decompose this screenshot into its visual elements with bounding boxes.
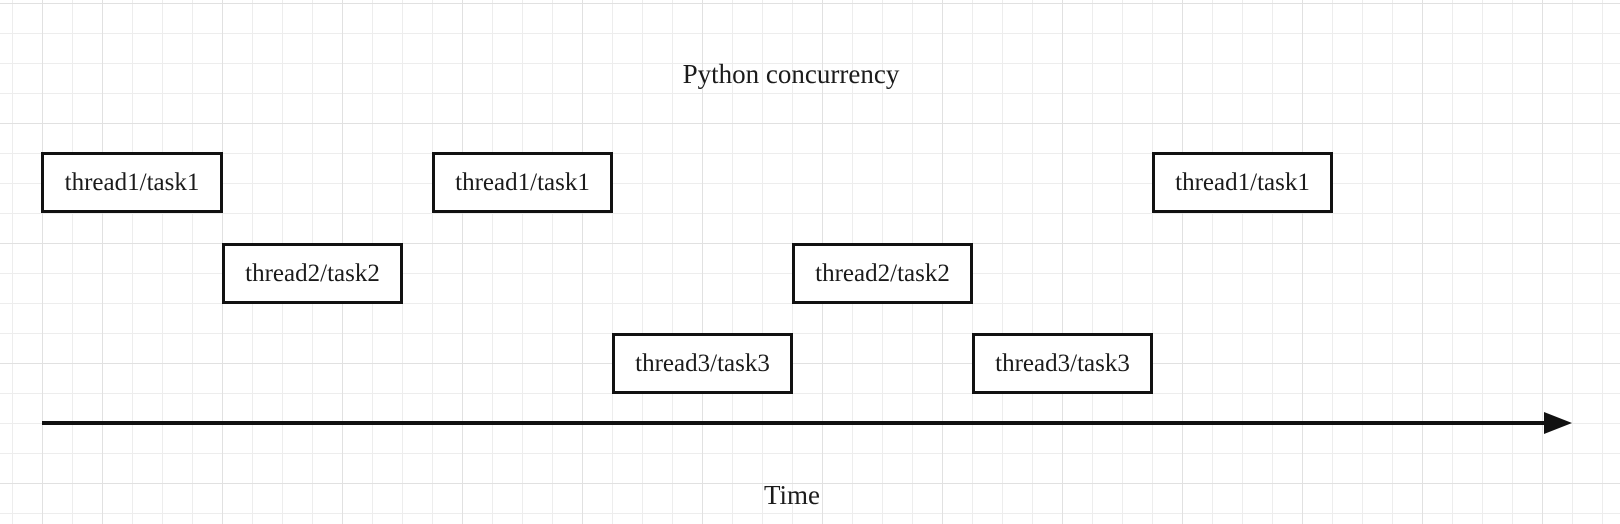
task-box-thread3[interactable]: thread3/task3: [612, 333, 793, 394]
time-axis-arrow-head-icon: [1544, 412, 1572, 434]
task-box-thread1[interactable]: thread1/task1: [41, 152, 223, 213]
task-box-label: thread3/task3: [995, 349, 1130, 377]
task-box-label: thread1/task1: [64, 168, 200, 196]
time-axis-arrow-line[interactable]: [42, 421, 1546, 425]
task-box-label: thread1/task1: [1175, 168, 1310, 196]
time-axis-label[interactable]: Time: [763, 480, 821, 510]
task-box-label: thread3/task3: [635, 349, 770, 377]
task-box-thread3[interactable]: thread3/task3: [972, 333, 1153, 394]
task-box-thread2[interactable]: thread2/task2: [792, 243, 973, 304]
task-box-label: thread1/task1: [455, 168, 590, 196]
task-box-thread2[interactable]: thread2/task2: [222, 243, 403, 304]
task-box-thread1[interactable]: thread1/task1: [1152, 152, 1333, 213]
task-box-label: thread2/task2: [815, 259, 950, 287]
task-box-label: thread2/task2: [245, 259, 380, 287]
task-box-thread1[interactable]: thread1/task1: [432, 152, 613, 213]
diagram-title[interactable]: Python concurrency: [682, 59, 900, 89]
